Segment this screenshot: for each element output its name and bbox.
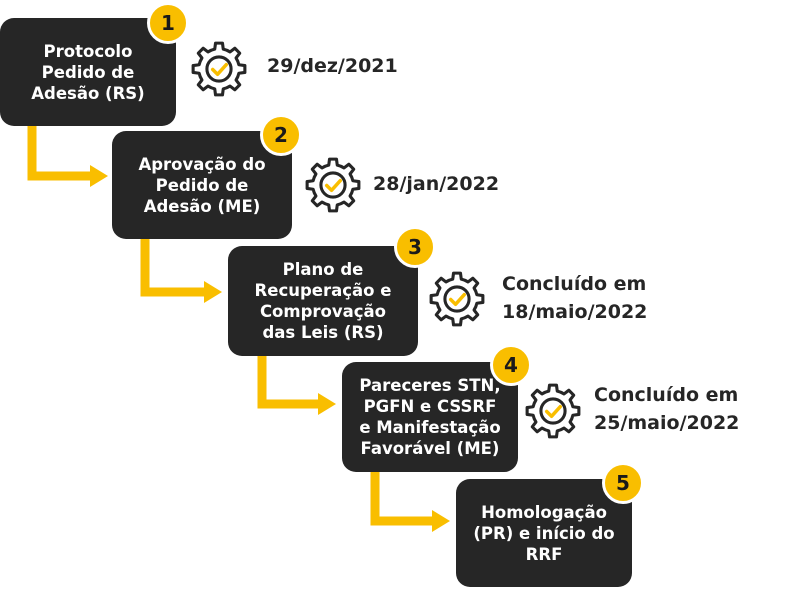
step-5-label-line-3: RRF (525, 544, 563, 564)
step-3-box: Plano de Recuperação e Comprovação das L… (228, 246, 418, 356)
gear-check-icon (190, 40, 248, 98)
step-3-label-line-4: das Leis (RS) (262, 323, 384, 342)
step-1-status: 29/dez/2021 (267, 52, 398, 80)
step-4-label-line-1: Pareceres STN, (359, 376, 501, 395)
step-2-label-line-2: Pedido de (155, 175, 249, 195)
step-2-status: 28/jan/2022 (373, 170, 499, 198)
step-1-label-line-3: Adesão (RS) (31, 83, 145, 103)
step-5-box: Homologação (PR) e início do RRF (456, 479, 632, 587)
arrow-right-icon (318, 393, 336, 415)
step-5-number-badge: 5 (602, 462, 644, 504)
connector-line-1 (27, 126, 94, 181)
step-2-label-line-3: Adesão (ME) (143, 196, 261, 216)
step-4-label-line-4: Favorável (ME) (360, 439, 500, 458)
arrow-right-icon (432, 510, 450, 532)
connector-line-2 (140, 239, 208, 297)
gear-check-icon (524, 382, 582, 440)
step-3-number-badge: 3 (394, 226, 436, 268)
step-4-status: Concluído em 25/maio/2022 (594, 381, 739, 437)
step-2-status-line-1: 28/jan/2022 (373, 173, 500, 195)
connector-line-3 (257, 356, 322, 409)
step-2-label-line-1: Aprovação do (138, 154, 266, 174)
connector-line-4 (370, 472, 436, 526)
gear-check-icon (304, 156, 362, 214)
step-4-label-line-3: e Manifestação (359, 418, 501, 437)
step-1-label-line-2: Pedido de (41, 62, 135, 82)
step-4-box: Pareceres STN, PGFN e CSSRF e Manifestaç… (342, 362, 518, 472)
step-1-number-badge: 1 (147, 2, 189, 44)
step-2-box: Aprovação do Pedido de Adesão (ME) (112, 131, 292, 239)
step-3-status-line-2: 18/maio/2022 (502, 301, 648, 323)
step-3-status-line-1: Concluído em (502, 273, 647, 295)
step-1-label-line-1: Protocolo (43, 41, 133, 61)
step-5-label-line-1: Homologação (481, 502, 607, 522)
step-1-status-line-1: 29/dez/2021 (267, 55, 398, 77)
arrow-right-icon (204, 281, 222, 303)
step-5-label-line-2: (PR) e início do (473, 523, 615, 543)
step-3-status: Concluído em 18/maio/2022 (502, 270, 647, 326)
gear-check-icon (428, 270, 486, 328)
step-4-status-line-1: Concluído em (594, 384, 739, 406)
step-4-label-line-2: PGFN e CSSRF (363, 397, 497, 416)
step-3-label-line-1: Plano de (282, 260, 364, 279)
step-4-status-line-2: 25/maio/2022 (594, 412, 740, 434)
step-1-box: Protocolo Pedido de Adesão (RS) (0, 18, 176, 126)
arrow-right-icon (90, 165, 108, 187)
step-3-label-line-2: Recuperação e (254, 281, 392, 300)
step-4-number-badge: 4 (490, 344, 532, 386)
step-3-label-line-3: Comprovação (259, 302, 387, 321)
step-2-number-badge: 2 (260, 114, 302, 156)
